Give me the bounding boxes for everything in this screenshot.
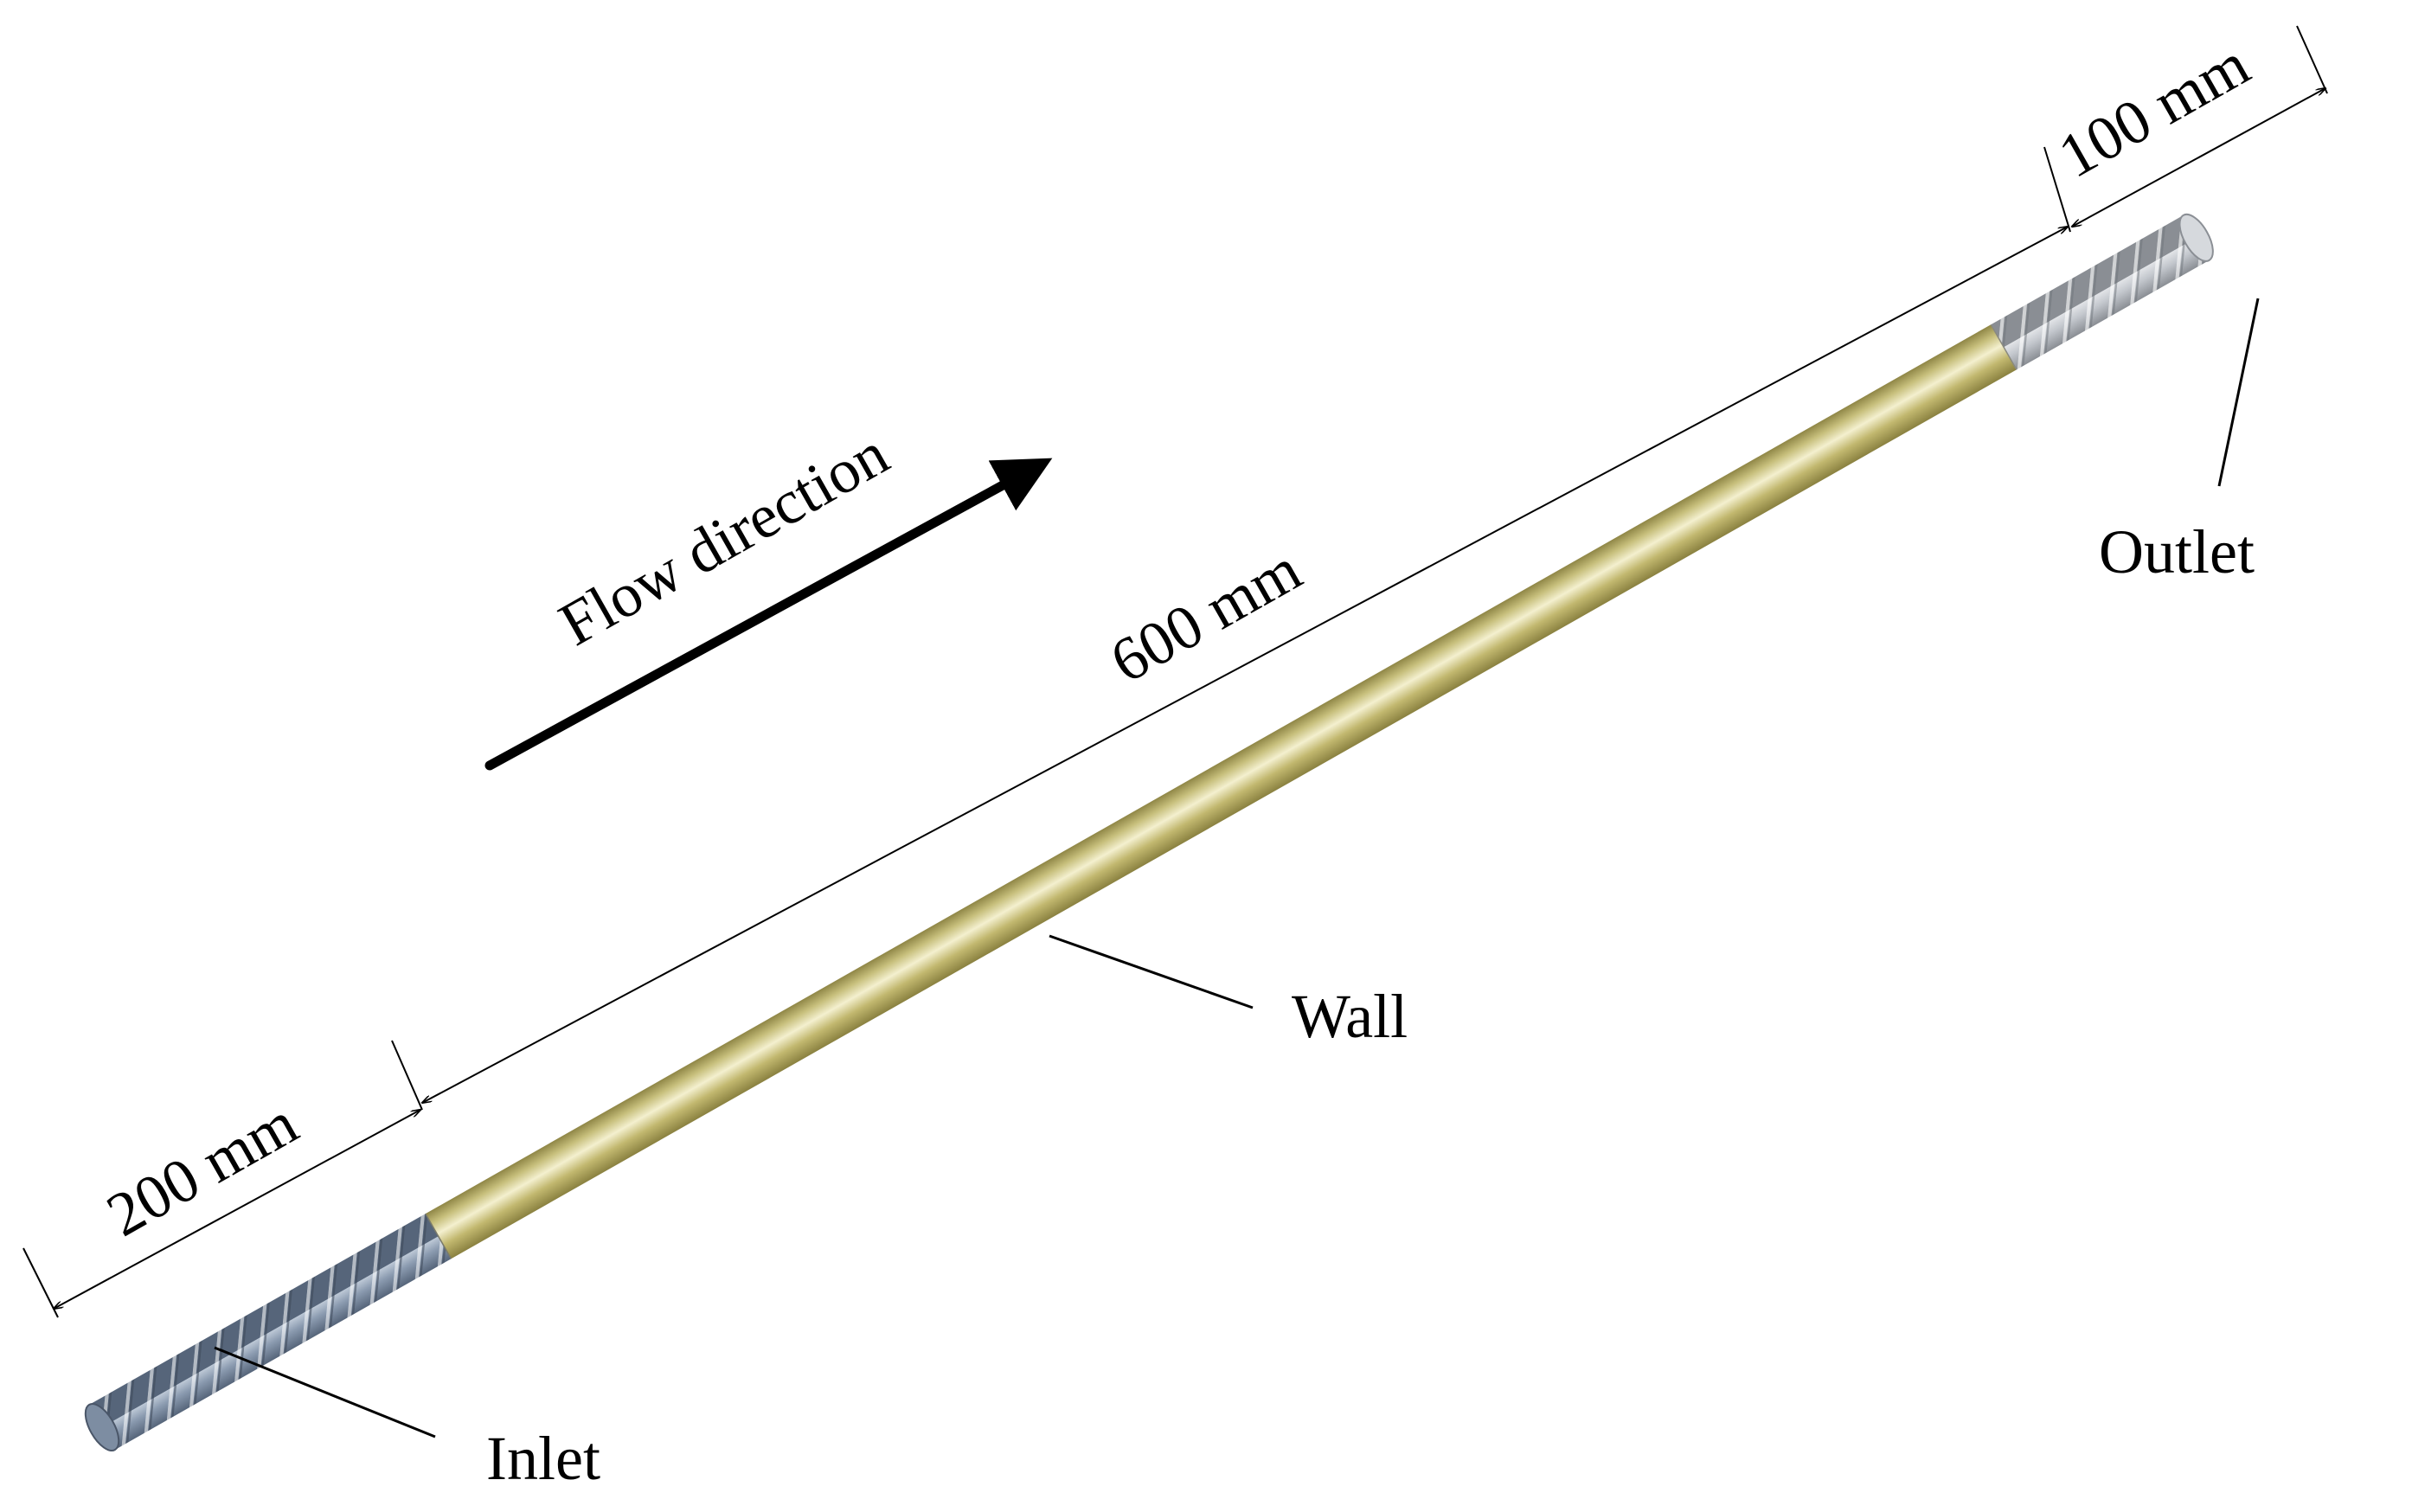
inlet-label: Inlet [486, 1424, 600, 1493]
dimension-lines [22, 25, 2328, 1318]
inlet-leader [214, 1346, 436, 1438]
outlet-section [1991, 215, 2210, 370]
dim-wall-label: 600 mm [1099, 535, 1312, 696]
dim-tick-1 [22, 1247, 59, 1318]
dim-tick-4 [2296, 25, 2328, 94]
wall-label: Wall [1292, 982, 1408, 1051]
wall-leader [1049, 934, 1254, 1009]
flow-arrow [484, 458, 1053, 771]
inlet-end-cap [84, 1403, 120, 1451]
leader-lines [214, 298, 2260, 1438]
outlet-leader [2217, 298, 2260, 487]
dim-outlet-label: 100 mm [2047, 29, 2260, 191]
inlet-section [89, 1214, 452, 1451]
dim-tick-3 [2043, 146, 2071, 233]
outlet-label: Outlet [2099, 517, 2255, 586]
dim-line-outlet [2072, 88, 2325, 227]
wall-section [425, 324, 2017, 1259]
dim-tick-2 [391, 1040, 423, 1111]
dim-inlet-label: 200 mm [95, 1088, 308, 1250]
dim-line-inlet [54, 1110, 420, 1309]
pipe [84, 213, 2214, 1451]
flow-direction-label: Flow direction [548, 419, 899, 659]
dim-line-wall [422, 227, 2068, 1103]
